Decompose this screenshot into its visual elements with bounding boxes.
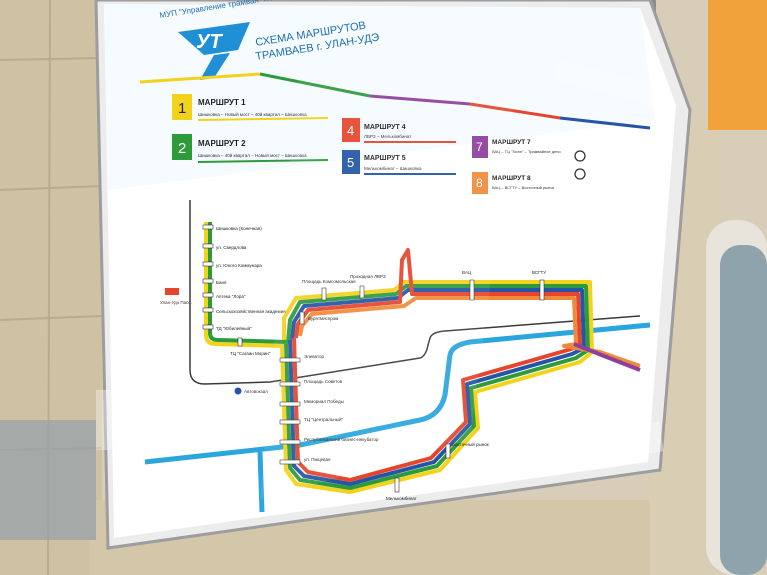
route-2: 2 МАРШРУТ 2 Шишковка – 40й квартал – Нов… bbox=[172, 134, 329, 163]
stop-s10: Проходная ЛВРЗ bbox=[350, 274, 386, 299]
stop-s19: Бурятмяспром bbox=[299, 311, 338, 325]
route-8-name: МАРШРУТ 8 bbox=[492, 175, 531, 182]
route-5-number: 5 bbox=[347, 155, 354, 170]
stop-s15: Республиканский бизнес-инкубатор bbox=[279, 436, 379, 445]
stop-label: Республиканский бизнес-инкубатор bbox=[304, 436, 379, 442]
stop-s8: ТЦ "Сагаан Морин" bbox=[230, 337, 271, 356]
gray-sheet bbox=[0, 420, 96, 540]
stop-label: Площадь Комсомольская bbox=[302, 279, 356, 284]
stop-label: Элеватор bbox=[304, 354, 324, 359]
stop-label: Площадь Советов bbox=[304, 379, 343, 384]
route-1: 1 МАРШРУТ 1 Шишковка – Новый мост – 40й … bbox=[172, 94, 329, 121]
orange-door bbox=[708, 0, 767, 130]
route-7: 7 МАРШРУТ 7 ВАЦ – ТЦ "Хилл" – Трамвайное… bbox=[472, 136, 561, 158]
stops: Шишковка (Конечная) ул. Свердлова ул. Юн… bbox=[202, 224, 546, 501]
stop-s20: ВАЦ bbox=[462, 270, 475, 301]
stop-s4: Баня bbox=[202, 278, 227, 285]
tape-strips bbox=[96, 60, 667, 460]
window-glass bbox=[720, 245, 767, 575]
route-2-name: МАРШРУТ 2 bbox=[198, 139, 246, 148]
stop-s2: ул. Свердлова bbox=[202, 243, 247, 250]
stop-label: Баня bbox=[216, 280, 227, 285]
route-legend: 1 МАРШРУТ 1 Шишковка – Новый мост – 40й … bbox=[172, 94, 586, 194]
stop-label: ТЦ "Центральный" bbox=[304, 416, 344, 422]
stop-s6: Сельскохозяйственная академия bbox=[202, 307, 286, 314]
route-5-name: МАРШРУТ 5 bbox=[364, 155, 406, 162]
route-1-line bbox=[204, 222, 594, 494]
stop-s12: Площадь Советов bbox=[279, 379, 343, 387]
route-7-desc: ВАЦ – ТЦ "Хилл" – Трамвайное депо bbox=[492, 149, 561, 154]
railway bbox=[189, 200, 641, 385]
route-5: 5 МАРШРУТ 5 Мелькомбинат – Шишковка bbox=[342, 150, 456, 175]
route-2-number: 2 bbox=[178, 140, 186, 157]
stop-s11: Элеватор bbox=[279, 354, 324, 363]
header-divider bbox=[139, 72, 651, 130]
stop-s5: Аптека "Лора" bbox=[202, 292, 246, 299]
route-7-number: 7 bbox=[476, 140, 483, 154]
route-5-desc: Мелькомбинат – Шишковка bbox=[364, 166, 422, 171]
rail-station: Улан-Удэ Пасс. bbox=[160, 288, 192, 305]
stop-label: Мелькомбинат bbox=[386, 496, 417, 501]
bus-station: Автовокзал bbox=[234, 387, 268, 395]
route-1-badge bbox=[172, 94, 192, 120]
stop-label: Проходная ЛВРЗ bbox=[350, 274, 386, 279]
stop-s7: ТД "Юбилейный" bbox=[202, 324, 252, 331]
route-8-number: 8 bbox=[476, 176, 483, 190]
stop-label: Мемориал Победы bbox=[304, 399, 344, 404]
route-4-desc: ЛВРЗ – Мелькомбинат bbox=[364, 134, 411, 139]
stop-s18: Восточный рынок bbox=[445, 441, 489, 459]
bus-icon bbox=[234, 387, 242, 395]
route-4-badge bbox=[342, 118, 360, 142]
stop-s21: ВСГТУ bbox=[532, 270, 546, 301]
route-1-name: МАРШРУТ 1 bbox=[198, 98, 246, 107]
river bbox=[144, 322, 651, 465]
stop-s16: ул. Пищевая bbox=[279, 457, 331, 465]
route-7-badge bbox=[472, 136, 488, 158]
stop-label: ВАЦ bbox=[462, 270, 472, 275]
stop-s13: Мемориал Победы bbox=[279, 399, 344, 407]
stop-label: ВСГТУ bbox=[532, 270, 546, 275]
stop-label: Аптека "Лора" bbox=[216, 294, 246, 299]
stop-s14: ТЦ "Центральный" bbox=[279, 416, 344, 425]
stop-label: ул. Свердлова bbox=[216, 245, 247, 250]
route-1-number: 1 bbox=[178, 100, 186, 117]
route-5-line bbox=[288, 288, 586, 486]
river-branch bbox=[257, 451, 265, 513]
river-label: р. Уда bbox=[394, 420, 409, 428]
stop-label: Восточный рынок bbox=[452, 441, 489, 447]
route-4-number: 4 bbox=[347, 123, 354, 138]
route-7-name: МАРШРУТ 7 bbox=[492, 139, 531, 146]
stop-symbol-icon bbox=[574, 150, 586, 162]
route-8: 8 МАРШРУТ 8 ВАЦ – ВСГТУ – Восточный рыно… bbox=[472, 172, 554, 194]
route-2-desc: Шишковка – 40й квартал – Новый мост – Ши… bbox=[198, 152, 307, 158]
route-8-badge bbox=[472, 172, 488, 194]
route-4: 4 МАРШРУТ 4 ЛВРЗ – Мелькомбинат bbox=[342, 118, 456, 143]
stop-label: Шишковка (Конечная) bbox=[216, 226, 262, 231]
bus-station-label: Автовокзал bbox=[244, 389, 268, 394]
route-2-badge bbox=[172, 134, 192, 160]
logo-text: УТ bbox=[196, 31, 224, 53]
logo: УТ bbox=[178, 22, 250, 80]
stop-s9: Площадь Комсомольская bbox=[302, 279, 356, 301]
stop-s3: ул. Юного Коммунара bbox=[202, 261, 262, 268]
stop-label: ул. Пищевая bbox=[304, 457, 331, 462]
route-1-desc: Шишковка – Новый мост – 40й квартал – Ши… bbox=[198, 111, 307, 117]
route-8-desc: ВАЦ – ВСГТУ – Восточный рынок bbox=[492, 185, 554, 190]
train-icon bbox=[165, 288, 179, 295]
interchange-symbol-icon bbox=[574, 168, 586, 180]
stop-label: ТД "Юбилейный" bbox=[216, 325, 252, 331]
plastic-cover-glare bbox=[260, 50, 520, 500]
route-5-badge bbox=[342, 150, 360, 174]
stop-label: Сельскохозяйственная академия bbox=[216, 308, 286, 314]
stop-label: ул. Юного Коммунара bbox=[216, 263, 262, 268]
stop-s17: Мелькомбинат bbox=[386, 477, 417, 501]
stop-label: ТЦ "Сагаан Морин" bbox=[230, 351, 271, 356]
stop-s1: Шишковка (Конечная) bbox=[202, 224, 262, 231]
route-4-name: МАРШРУТ 4 bbox=[364, 124, 406, 131]
stop-label: Бурятмяспром bbox=[308, 316, 338, 321]
rail-station-label: Улан-Удэ Пасс. bbox=[160, 300, 192, 305]
route-7-line bbox=[573, 342, 641, 372]
